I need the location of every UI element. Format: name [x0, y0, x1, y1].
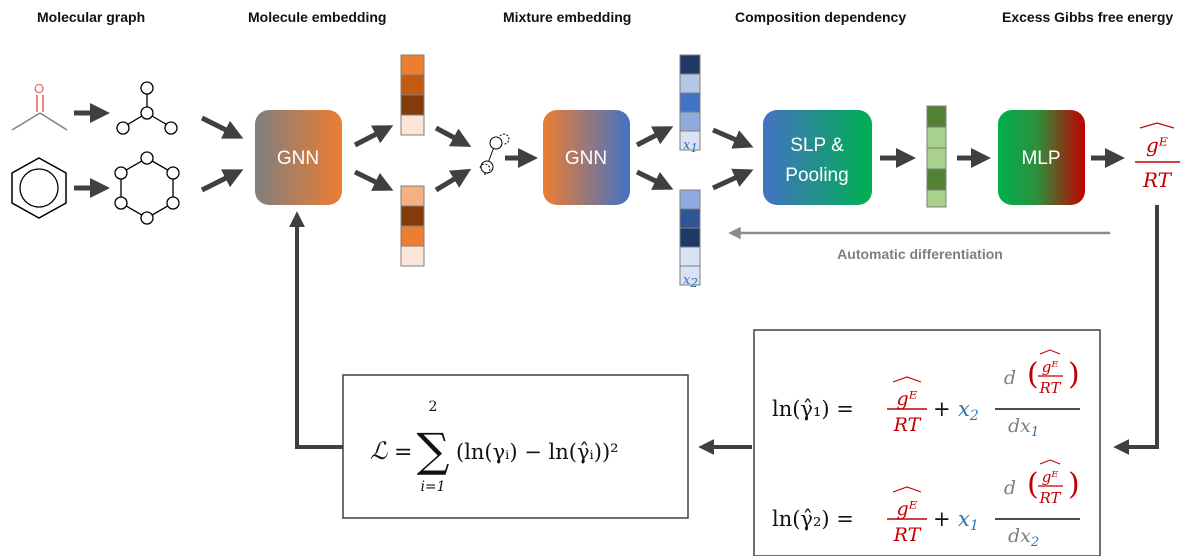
slp-label-line2: Pooling — [785, 165, 848, 186]
slp-pooling-block: SLP & Pooling — [763, 110, 872, 205]
gnn-block-1: GNN — [255, 110, 342, 205]
header-molecule-embedding: Molecule embedding — [248, 9, 386, 25]
eq2-paren-left: ( — [1027, 467, 1039, 502]
arrow-graph1-to-gnn — [200, 115, 244, 139]
benzene-graph-icon — [114, 151, 180, 225]
gnn-block-1-label: GNN — [277, 148, 319, 169]
arrow-embedding1-to-mixture-graph — [434, 125, 472, 147]
pooled-vector — [926, 105, 947, 208]
header-mixture-embedding: Mixture embedding — [503, 9, 631, 25]
eq1-rt: RT — [893, 414, 922, 436]
eq2-inner-ge: gᴱ — [1042, 468, 1059, 486]
molecule-embedding-vector-1 — [400, 54, 425, 136]
arrow-mixture-vector2-to-slp — [711, 168, 754, 191]
eq2-lhs: ln(γ̂₂) = — [772, 507, 854, 531]
eq2-ge: gᴱ — [897, 498, 918, 520]
loss-function-box — [342, 374, 689, 519]
molecule-embedding-vector-2 — [400, 185, 425, 267]
loss-sum-upper: 2 — [429, 399, 438, 415]
loss-equation: ℒ = 2 ∑ i=1 (ln(γᵢ) − ln(γ̂ᵢ))² — [370, 399, 619, 495]
mixture-embedding-vector-2 — [679, 189, 701, 286]
equation-ln-gamma-1: ln(γ̂₁) = gᴱ RT + x2 d ( ) gᴱ RT dx1 — [772, 349, 1080, 440]
eq1-dx: dx1 — [1008, 415, 1039, 440]
loss-symbol: ℒ — [370, 437, 388, 465]
benzene-structure-icon — [11, 157, 67, 219]
gnn-block-2-label: GNN — [565, 148, 607, 169]
arrow-gnn-to-embedding-1 — [353, 125, 394, 148]
mixture-graph-icon — [479, 133, 510, 175]
loss-sum-sign: ∑ — [417, 423, 450, 477]
output-ge-rt: gᴱ RT — [1135, 122, 1180, 192]
automatic-differentiation-label: Automatic differentiation — [837, 246, 1003, 262]
eq1-ge: gᴱ — [897, 388, 918, 410]
arrow-output-to-equations — [1113, 205, 1159, 455]
mlp-label: MLP — [1021, 148, 1060, 169]
eq1-inner-ge: gᴱ — [1042, 358, 1059, 376]
acetone-structure-icon: O — [11, 81, 68, 131]
arrow-graph2-to-gnn — [200, 169, 244, 193]
arrow-embedding2-to-mixture-graph — [434, 168, 472, 193]
arrow-gnn-to-embedding-2 — [353, 169, 394, 191]
acetone-graph-icon — [116, 81, 178, 135]
eq1-lhs: ln(γ̂₁) = — [772, 397, 854, 421]
loss-equals: = — [394, 440, 412, 465]
loss-sum-lower: i=1 — [420, 479, 445, 495]
mixture-vector-2-x-label: x2 — [683, 273, 698, 290]
eq2-paren-right: ) — [1068, 467, 1080, 502]
slp-label-line1: SLP & — [790, 135, 844, 156]
arrow-gnn2-to-mixture-vector-1 — [635, 126, 674, 148]
eq2-rt: RT — [893, 524, 922, 546]
eq1-paren-left: ( — [1027, 357, 1039, 392]
mlp-block: MLP — [998, 110, 1085, 205]
eq2-x: x1 — [958, 507, 979, 534]
eq1-d: d — [1004, 367, 1016, 389]
mixture-vector-1-x-label: x1 — [683, 138, 698, 155]
eq2-inner-rt: RT — [1038, 489, 1061, 507]
equation-ln-gamma-2: ln(γ̂₂) = gᴱ RT + x1 d ( ) gᴱ RT dx2 — [772, 459, 1080, 550]
output-numerator: gᴱ — [1146, 133, 1168, 157]
loss-body: (ln(γᵢ) − ln(γ̂ᵢ))² — [456, 440, 619, 464]
mixture-embedding-vector-1 — [679, 54, 701, 151]
arrow-loss-to-gnn — [289, 211, 343, 449]
eq1-inner-rt: RT — [1038, 379, 1061, 397]
eq2-d: d — [1004, 477, 1016, 499]
svg-text:O: O — [34, 81, 44, 96]
eq1-plus: + — [933, 397, 951, 421]
header-composition-dependency: Composition dependency — [735, 9, 906, 25]
gnn-block-2: GNN — [543, 110, 630, 205]
eq2-plus: + — [933, 507, 951, 531]
header-molecular-graph: Molecular graph — [37, 9, 145, 25]
eq2-dx: dx2 — [1008, 525, 1039, 550]
arrow-gnn2-to-mixture-vector-2 — [635, 169, 674, 190]
eq1-x: x2 — [958, 397, 979, 424]
output-denominator: RT — [1142, 168, 1173, 192]
arrow-mixture-vector1-to-slp — [712, 127, 754, 149]
header-excess-gibbs: Excess Gibbs free energy — [1002, 9, 1173, 25]
eq1-paren-right: ) — [1068, 357, 1080, 392]
